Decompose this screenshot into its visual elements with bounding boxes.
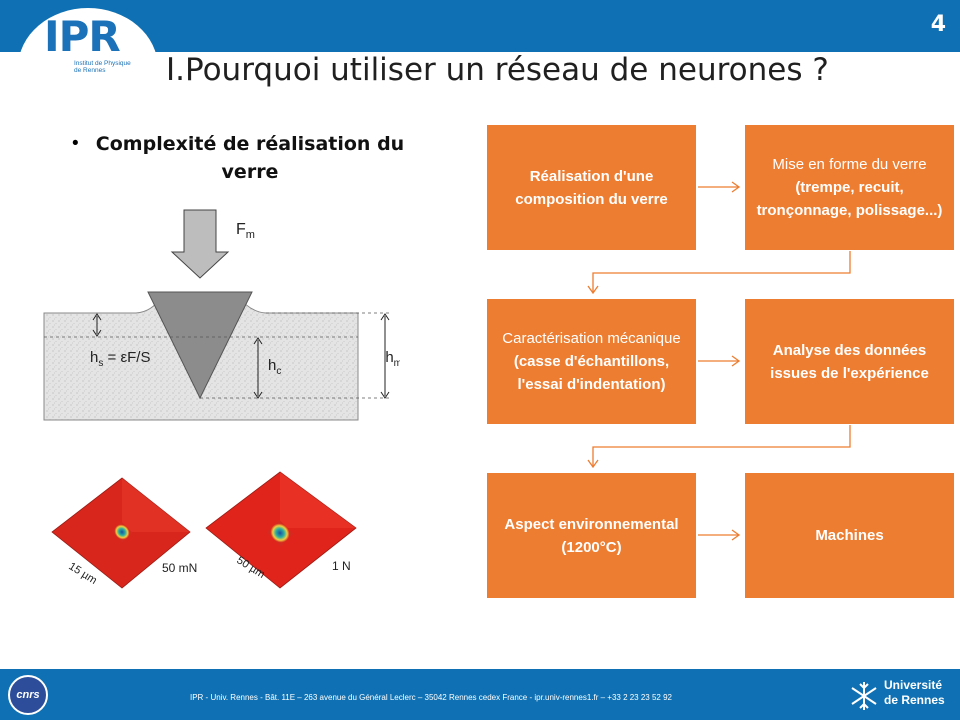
university-snowflake-icon bbox=[851, 682, 877, 710]
indent-pit-right bbox=[266, 519, 294, 547]
flow-box-analysis: Analyse des données issues de l'expérien… bbox=[745, 299, 954, 424]
indentation-diagram: Fm hs = εF/S hc hm bbox=[43, 209, 400, 421]
page-number: 4 bbox=[930, 12, 946, 37]
hs-label: hs = εF/S bbox=[90, 349, 150, 369]
afm-left-force: 50 mN bbox=[162, 561, 197, 575]
bullet-text: Complexité de réalisation du verre bbox=[95, 133, 405, 183]
afm-indent-images: 15 µm 50 mN 50 µm 1 N bbox=[51, 471, 357, 589]
indent-pit-left bbox=[111, 521, 133, 543]
afm-right-force: 1 N bbox=[332, 559, 351, 573]
flow-box-environment: Aspect environnemental(1200°C) bbox=[487, 473, 696, 598]
flow-box-shaping: Mise en forme du verre(trempe, recuit, t… bbox=[745, 125, 954, 250]
ipr-logo: IPR bbox=[44, 12, 121, 61]
flow-box-characterization: Caractérisation mécanique (casse d'échan… bbox=[487, 299, 696, 424]
cnrs-logo: cnrs bbox=[8, 675, 48, 715]
ipr-logo-subtitle: Institut de Physique de Rennes bbox=[74, 60, 131, 74]
arrow-connector-icon bbox=[587, 251, 851, 295]
footer-address: IPR - Univ. Rennes - Bât. 11E – 263 aven… bbox=[190, 693, 672, 702]
hm-label: hm bbox=[385, 349, 400, 369]
footer-bar bbox=[0, 669, 960, 720]
bullet-icon: • bbox=[72, 133, 79, 154]
force-label: Fm bbox=[236, 221, 255, 241]
flow-box-composition: Réalisation d'une composition du verre bbox=[487, 125, 696, 250]
arrow-right-icon bbox=[698, 529, 741, 541]
indenter-triangle bbox=[147, 291, 253, 400]
header-bar bbox=[0, 0, 960, 52]
logo-background bbox=[18, 8, 158, 108]
slide-title: I.Pourquoi utiliser un réseau de neurone… bbox=[166, 52, 829, 88]
hc-label: hc bbox=[268, 357, 281, 377]
arrow-right-icon bbox=[698, 181, 741, 193]
arrow-right-icon bbox=[698, 355, 741, 367]
arrow-connector-icon bbox=[587, 425, 851, 469]
force-arrow-icon bbox=[170, 209, 230, 279]
flow-box-machines: Machines bbox=[745, 473, 954, 598]
